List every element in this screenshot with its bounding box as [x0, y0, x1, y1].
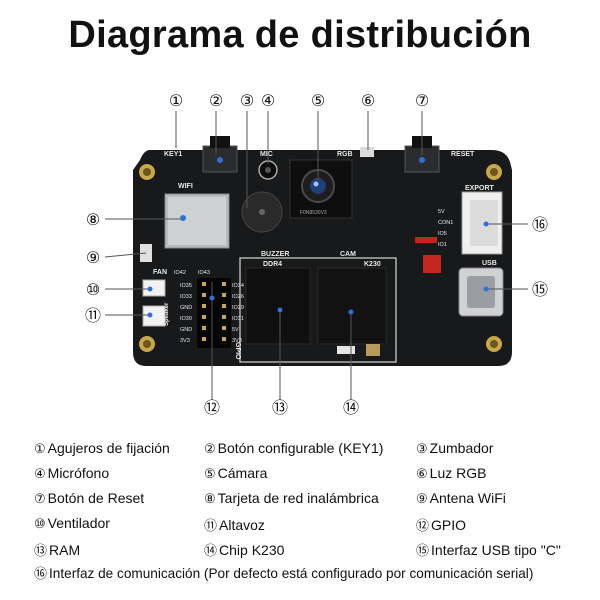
ram-chip [245, 267, 311, 345]
gpio-left-label: GND [180, 327, 192, 333]
k230-button [366, 344, 380, 356]
red-component-2 [423, 255, 441, 273]
callout-7: ⑦ [415, 91, 429, 110]
callout-4: ④ [261, 91, 275, 110]
gpio-left-label: IO30 [180, 316, 192, 322]
gpio-pins [202, 282, 226, 341]
mounting-holes [139, 164, 502, 352]
io-top-label: IO42 [174, 270, 186, 276]
label-export: EXPORT [465, 185, 495, 192]
callout-11: ⑪ [85, 306, 101, 325]
gpio-right-label: IO34 [232, 283, 244, 289]
label-ddr4: DDR4 [263, 261, 282, 268]
gpio-header [197, 278, 231, 348]
k230-chip [317, 267, 387, 345]
camera-module: F0N8530V3 [289, 159, 353, 219]
callout-16: ⑯ [532, 215, 548, 234]
speaker-connector [142, 305, 166, 327]
gpio-right-label: IO31 [232, 316, 244, 322]
label-buzzer: BUZZER [261, 251, 289, 258]
callout-5: ⑤ [311, 91, 325, 110]
label-gpio: GPIO [234, 342, 241, 360]
label-fan: FAN [153, 269, 167, 276]
label-key1: KEY1 [164, 151, 182, 158]
callout-6: ⑥ [361, 91, 375, 110]
io-top-label: IO43 [198, 270, 210, 276]
gpio-right-label: IO26 [232, 294, 244, 300]
export-pin-label: CON1 [438, 220, 453, 226]
k230-switch [337, 346, 355, 354]
callout-13: ⑬ [272, 398, 288, 417]
label-mic: MIC [260, 151, 273, 158]
chip-area [239, 257, 397, 363]
callout-8: ⑧ [86, 210, 100, 229]
callout-3: ③ [240, 91, 254, 110]
label-cam: CAM [340, 251, 356, 258]
export-connector [461, 191, 503, 255]
callout-15: ⑮ [532, 280, 548, 299]
export-pin-label: IO5 [438, 231, 447, 237]
callout-9: ⑨ [86, 248, 100, 267]
gpio-right-label: IO29 [232, 305, 244, 311]
label-wifi: WIFI [178, 183, 193, 190]
gpio-left-label: GND [180, 305, 192, 311]
label-usb: USB [482, 260, 497, 267]
red-component [415, 237, 437, 243]
export-pin-label: 5V [438, 209, 445, 215]
callout-dots [147, 221, 489, 318]
label-k230: K230 [364, 261, 381, 268]
fan-connector [142, 279, 166, 297]
gpio-right-label: 5V [232, 327, 239, 333]
gpio-left-label: IO35 [180, 283, 192, 289]
camera-model-label: F0N8530V3 [300, 210, 327, 216]
gpio-left-label: 3V3 [180, 338, 190, 344]
wifi-module [164, 193, 230, 249]
page-title: Diagrama de distribución [68, 14, 532, 56]
rgb-led [360, 147, 374, 157]
export-pin-label: IO1 [438, 242, 447, 248]
label-rgb: RGB [337, 151, 353, 158]
callout-12: ⑫ [204, 398, 220, 417]
key1-button [202, 136, 238, 173]
callout-lines [104, 111, 528, 400]
gpio-left-label: IO33 [180, 294, 192, 300]
callout-14: ⑭ [343, 398, 359, 417]
buzzer [241, 191, 283, 233]
callout-10: ⑩ [86, 280, 100, 299]
label-reset: RESET [451, 151, 475, 158]
callout-numbers: ① ② ③ ④ ⑤ ⑥ ⑦ ⑧ ⑨ ⑩ ⑪ ⑫ ⑬ ⑭ ⑮ ⑯ [85, 91, 548, 417]
callout-2: ② [209, 91, 223, 110]
callout-1: ① [169, 91, 183, 110]
gpio-right-label: 3V3 [232, 338, 242, 344]
label-speaker: Speaker [164, 302, 170, 326]
usb-c-port [458, 267, 504, 317]
